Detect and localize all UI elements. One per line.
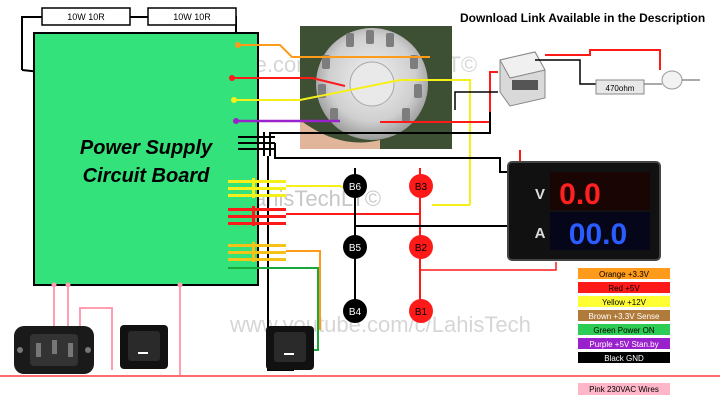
pin-orange	[235, 42, 241, 48]
legend-swatch-6	[578, 352, 670, 363]
legend-swatch-3	[578, 310, 670, 321]
pin-pink-1	[51, 282, 57, 288]
power-supply-board	[33, 32, 259, 286]
wire-red-meter	[419, 260, 557, 271]
button-b4-label: B4	[349, 307, 362, 318]
legend-swatch-0	[578, 268, 670, 279]
voltage-display	[550, 172, 650, 210]
pin-red	[229, 75, 235, 81]
wire-orange	[238, 44, 430, 58]
button-b6-label: B6	[349, 182, 362, 193]
legend-purple: Purple +5V Stan.by	[589, 340, 658, 349]
pin-pink-2	[65, 282, 71, 288]
button-b5-label: B5	[349, 243, 362, 254]
pcb-label-line1: Power Supply	[80, 137, 213, 159]
ac-inlet	[14, 326, 94, 374]
wire-led-red	[545, 49, 661, 70]
legend-swatch-2	[578, 296, 670, 307]
current-readout: 00.0	[569, 218, 627, 251]
button-b1[interactable]	[409, 299, 433, 323]
legend-black: Black GND	[604, 354, 644, 363]
button-b3-label: B3	[415, 182, 428, 193]
resistor-2	[147, 7, 237, 26]
meter-a-label: A	[535, 225, 546, 242]
usb-connector	[499, 51, 546, 107]
button-b1-label: B1	[415, 307, 428, 318]
red-wire-bundle	[228, 206, 420, 226]
wire-led-black	[535, 59, 596, 85]
pcb-label-line2: Circuit Board	[83, 165, 210, 187]
led-resistor	[595, 79, 645, 95]
orange-wire-bundle	[228, 242, 321, 330]
button-b6[interactable]	[343, 174, 367, 198]
wire-red	[232, 77, 346, 87]
button-b2-label: B2	[415, 243, 428, 254]
button-b3[interactable]	[409, 174, 433, 198]
wire-usb-black	[270, 112, 491, 134]
legend-red: Red +5V	[608, 284, 640, 293]
wire-color-legend: Orange +3.3V Red +5V Yellow +12V Brown +…	[578, 268, 670, 363]
pink-legend-swatch	[578, 383, 670, 395]
pin-pink-3	[177, 282, 183, 288]
legend-orange: Orange +3.3V	[599, 270, 650, 279]
button-b2[interactable]	[409, 235, 433, 259]
legend-swatch-4	[578, 324, 670, 335]
pink-legend-label: Pink 230VAC Wires	[589, 385, 659, 394]
download-note: Download Link Available in the Descripti…	[460, 11, 705, 25]
legend-brown: Brown +3.3V Sense	[589, 312, 660, 321]
rotary-switch-center	[349, 61, 395, 107]
legend-swatch-5	[578, 338, 670, 349]
legend-yellow: Yellow +12V	[602, 298, 647, 307]
button-b5[interactable]	[343, 235, 367, 259]
wire-pink-4	[79, 307, 113, 370]
rotary-switch-contacts	[318, 30, 422, 122]
led-resistor-label: 470ohm	[606, 84, 635, 93]
pin-purple	[233, 118, 239, 124]
meter-v-label: V	[535, 186, 545, 203]
wire-usb-red	[380, 71, 498, 123]
rocker-switch-standby[interactable]	[266, 326, 314, 370]
wire-usb-gnd	[454, 91, 498, 110]
resistor-1-label: 10W 10R	[67, 12, 105, 22]
resistor-1	[41, 7, 131, 26]
hand	[300, 120, 380, 149]
pin-yellow	[231, 97, 237, 103]
legend-swatch-1	[578, 282, 670, 293]
legend-green: Green Power ON	[593, 326, 655, 335]
current-display	[550, 212, 650, 250]
resistor-2-label: 10W 10R	[173, 12, 211, 22]
rocker-switch-main[interactable]	[120, 325, 168, 369]
led	[644, 70, 700, 90]
button-b4[interactable]	[343, 299, 367, 323]
voltage-readout: 0.0	[559, 178, 601, 211]
